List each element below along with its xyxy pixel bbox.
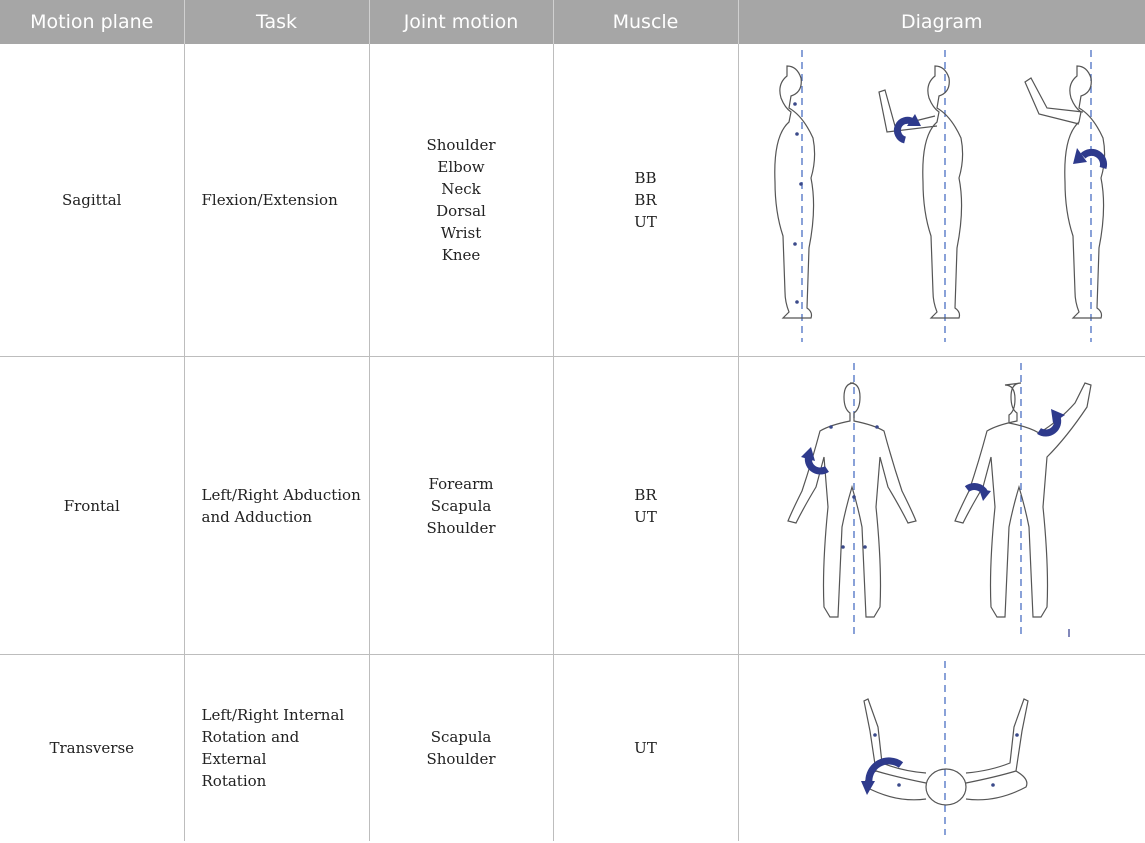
header-row: Motion plane Task Joint motion Muscle Di… xyxy=(0,0,1145,44)
cell-plane: Frontal xyxy=(0,356,185,655)
muscle-item: UT xyxy=(634,213,657,231)
cell-muscles: BR UT xyxy=(553,356,739,655)
joint-item: Neck xyxy=(441,180,481,198)
joint-item: Dorsal xyxy=(436,202,486,220)
header-muscle: Muscle xyxy=(553,0,739,44)
cell-muscles: BB BR UT xyxy=(553,44,739,357)
cell-task: Flexion/Extension xyxy=(184,44,370,357)
muscle-item: BR xyxy=(634,485,657,504)
header-task: Task xyxy=(184,0,370,44)
cell-diagram xyxy=(738,655,1145,842)
joint-item: Knee xyxy=(441,246,481,264)
muscle-item: UT xyxy=(634,739,657,757)
header-joint-motion: Joint motion xyxy=(369,0,554,44)
cell-task: Left/Right Internal Rotation and Externa… xyxy=(184,654,370,841)
joint-item: Scapula xyxy=(430,728,492,746)
sagittal-figures-diagram xyxy=(773,50,1107,342)
muscle-item: BB xyxy=(634,169,657,187)
table-row: Frontal Left/Right Abduction and Adducti… xyxy=(0,356,1145,655)
table-row: Transverse Left/Right Internal Rotation … xyxy=(0,654,1145,842)
cell-task: Left/Right Abduction and Adduction xyxy=(184,356,370,655)
cell-plane: Transverse xyxy=(0,654,185,841)
task-line: Left/Right Internal xyxy=(201,706,345,724)
cell-diagram xyxy=(738,356,1145,655)
frontal-figures-diagram xyxy=(786,363,1092,639)
header-diagram: Diagram xyxy=(738,0,1145,44)
joint-item: Forearm xyxy=(428,474,494,493)
joint-item: Shoulder xyxy=(426,750,496,768)
task-line: Rotation and External xyxy=(201,728,300,768)
cell-joints: Shoulder Elbow Neck Dorsal Wrist Knee xyxy=(369,44,554,357)
cell-diagram xyxy=(738,44,1145,357)
table-row: Sagittal Flexion/Extension Shoulder Elbo… xyxy=(0,44,1145,357)
cell-joints: Forearm Scapula Shoulder xyxy=(369,356,554,655)
task-line: and Adduction xyxy=(201,507,313,526)
transverse-top-view-diagram xyxy=(860,661,1029,835)
task-line: Rotation xyxy=(201,772,267,790)
task-line: Left/Right Abduction xyxy=(201,485,361,504)
joint-item: Shoulder xyxy=(426,136,496,154)
joint-item: Elbow xyxy=(437,158,485,176)
joint-item: Wrist xyxy=(440,224,482,242)
cell-muscles: UT xyxy=(553,654,739,841)
task-line: Flexion/Extension xyxy=(201,191,338,209)
cell-plane: Sagittal xyxy=(0,44,185,357)
joint-item: Shoulder xyxy=(426,518,496,537)
cell-joints: Scapula Shoulder xyxy=(369,654,554,841)
muscle-item: UT xyxy=(634,507,657,526)
header-motion-plane: Motion plane xyxy=(0,0,185,44)
muscle-item: BR xyxy=(634,191,657,209)
joint-item: Scapula xyxy=(430,496,492,515)
